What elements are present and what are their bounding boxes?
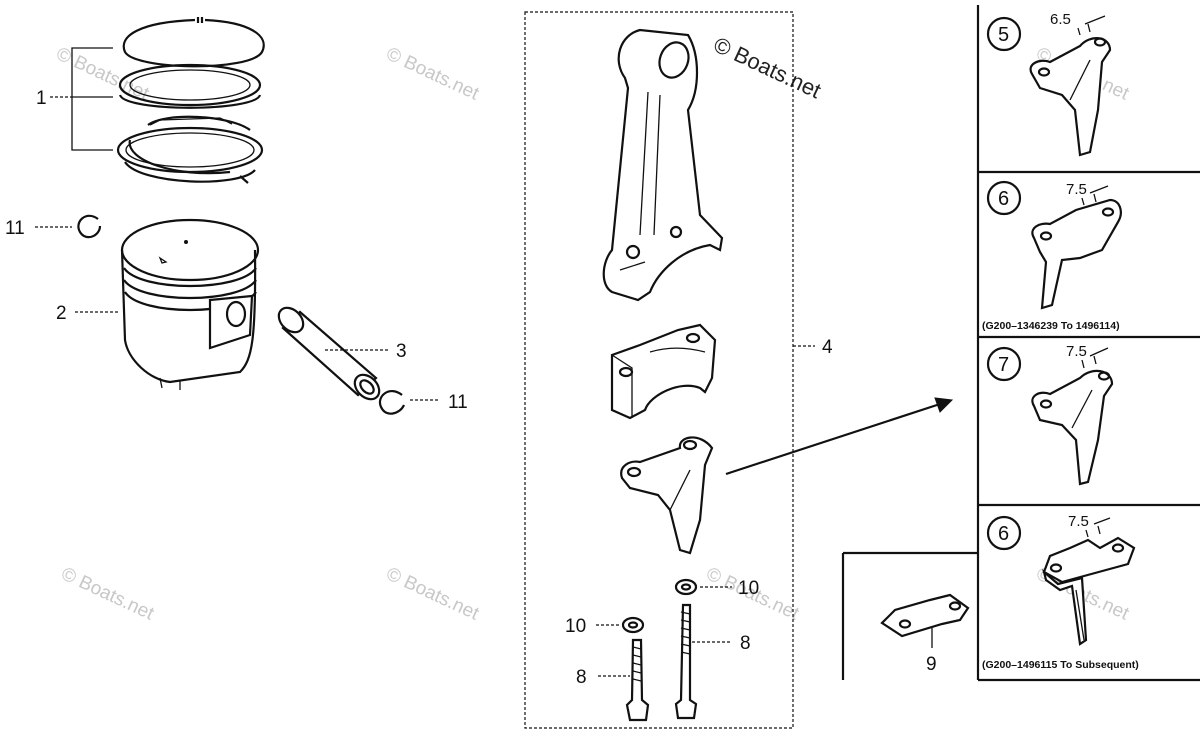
- watermark-main: © Boats.net: [710, 32, 825, 103]
- callout-8-right: 8: [740, 633, 751, 654]
- watermark-2: © Boats.net: [383, 43, 483, 104]
- rod-cap: [610, 323, 717, 420]
- variant-7-dimension: 7.5: [1066, 343, 1087, 360]
- oil-dipper: [620, 436, 714, 555]
- detail-arrow: [725, 397, 954, 476]
- variant-6a-circle-number: 6: [998, 188, 1009, 210]
- callout-3: 3: [396, 341, 407, 362]
- lock-washer-left: [621, 616, 645, 634]
- bracket-1: [50, 47, 113, 151]
- callout-8-left: 8: [576, 667, 587, 688]
- callout-9: 9: [926, 654, 937, 675]
- lock-washer-right: [674, 578, 698, 596]
- callout-10-right: 10: [738, 578, 759, 599]
- watermark-4: © Boats.net: [58, 563, 158, 624]
- piston: [120, 218, 260, 390]
- variant-5-dimension: 6.5: [1050, 11, 1071, 28]
- variant-panel-6-early: 6 7.5 (G200–1346239 To 1496114): [982, 180, 1122, 332]
- callout-2: 2: [56, 303, 67, 324]
- variant-panel-5: 5 6.5: [986, 11, 1112, 157]
- callout-4: 4: [822, 337, 833, 358]
- variant-6a-serial-note: (G200–1346239 To 1496114): [982, 320, 1120, 332]
- variant-panel-7: 7 7.5: [986, 343, 1114, 486]
- piston-pin: [277, 306, 381, 401]
- variant-panels-frame: [976, 5, 1200, 682]
- callout-1: 1: [36, 88, 47, 109]
- watermark-5: © Boats.net: [383, 563, 483, 624]
- variant-6b-circle-number: 6: [998, 523, 1009, 545]
- callout-11-right: 11: [448, 392, 468, 413]
- circlip-right: [378, 390, 406, 415]
- variant-6b-dimension: 7.5: [1068, 513, 1089, 530]
- plate-bracket-line: [841, 551, 978, 680]
- connecting-rod-group-box: [524, 11, 794, 729]
- variant-6a-dimension: 7.5: [1066, 181, 1087, 198]
- variant-5-circle-number: 5: [998, 24, 1009, 46]
- connecting-rod: [602, 28, 724, 302]
- callout-11-left: 11: [5, 218, 25, 239]
- bolt-left: [625, 638, 650, 722]
- bolt-right: [674, 603, 698, 720]
- piston-rings: [116, 17, 265, 184]
- circlip-left: [77, 214, 102, 239]
- callout-10-left: 10: [565, 616, 586, 637]
- variant-6b-serial-note: (G200–1496115 To Subsequent): [982, 659, 1139, 671]
- watermark-1: © Boats.net: [53, 43, 153, 104]
- variant-7-circle-number: 7: [998, 354, 1009, 376]
- variant-panel-6-late: 6 7.5 (G200–1496115 To Subsequent): [982, 513, 1139, 671]
- dipper-plate: [880, 593, 970, 638]
